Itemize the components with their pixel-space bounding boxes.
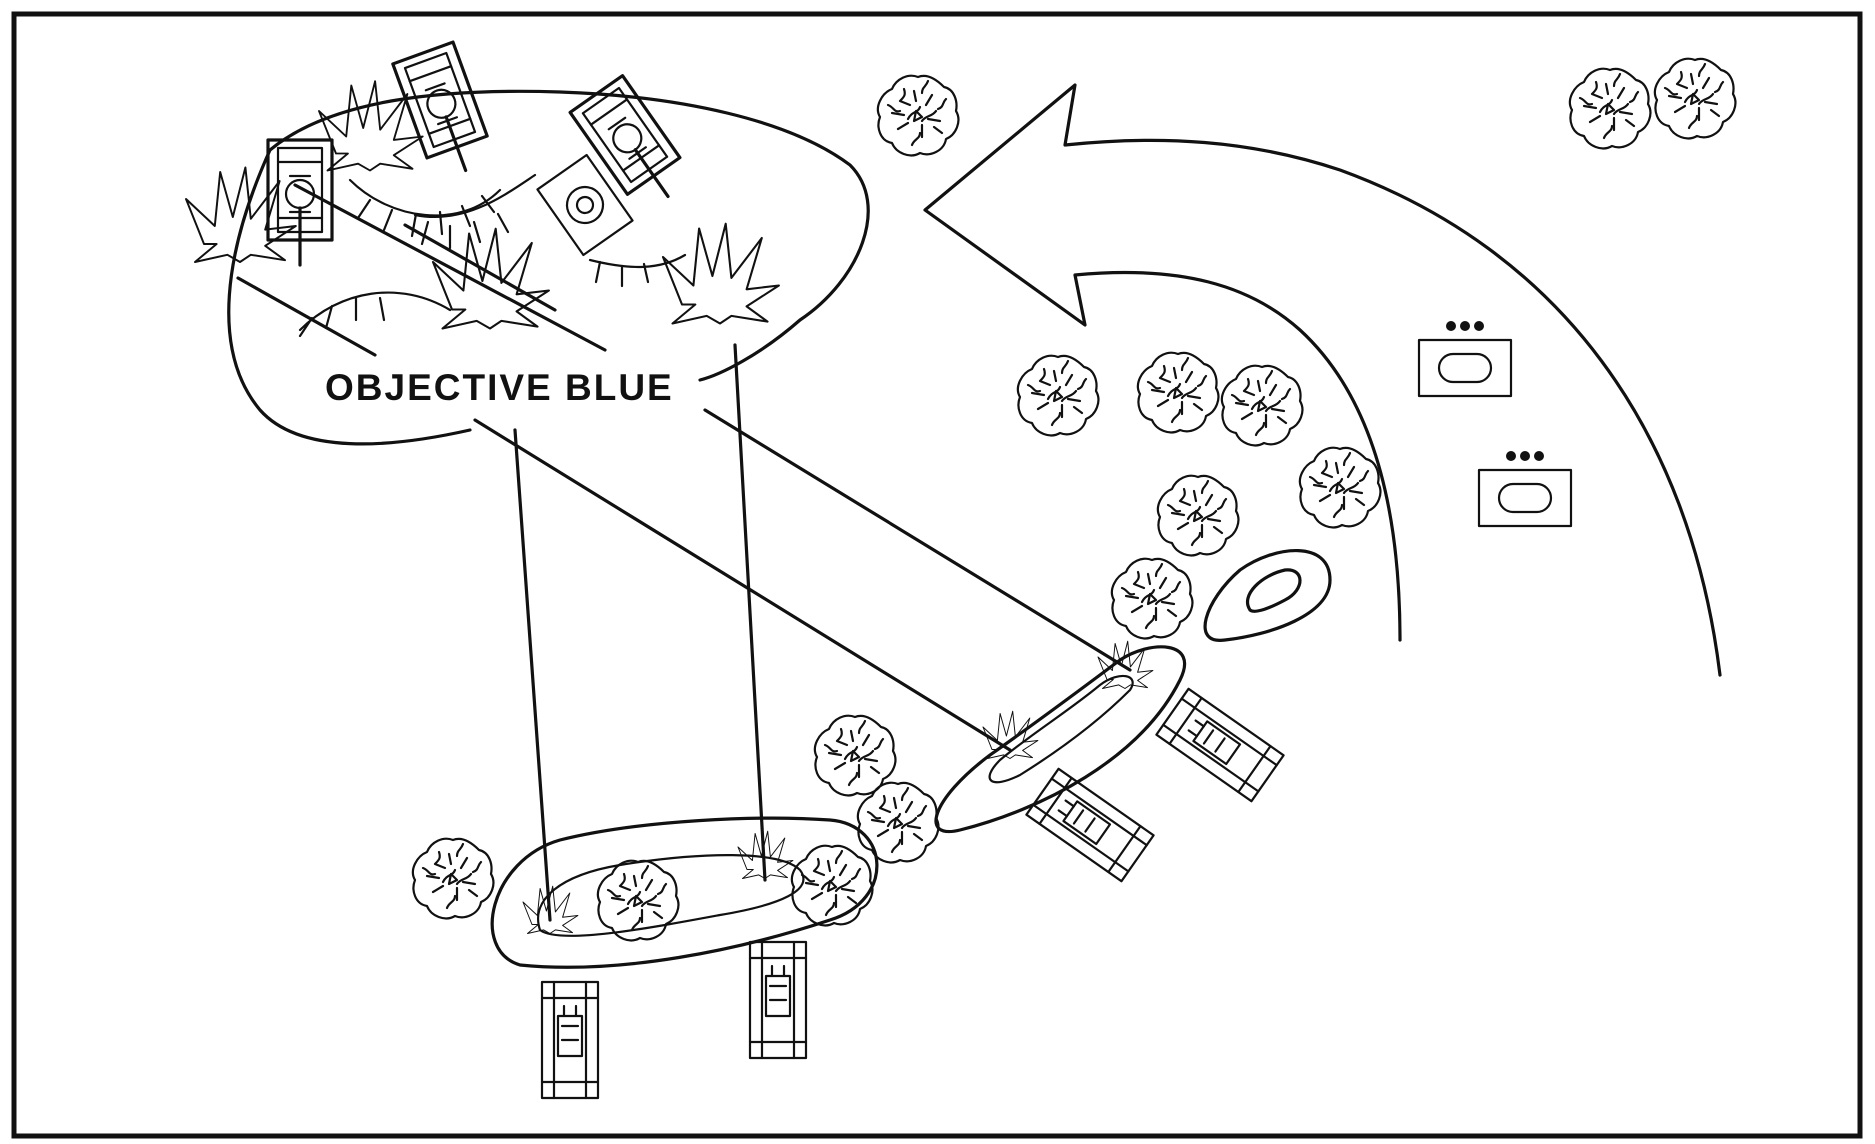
pond [1203, 549, 1332, 642]
trench-marks [298, 173, 687, 338]
fire-lines [236, 183, 1132, 922]
objective-blue-boundary [227, 89, 870, 446]
battle-position-south [490, 816, 879, 969]
maneuver-arrow-icon [923, 83, 1722, 677]
objective-label: OBJECTIVE BLUE [325, 367, 674, 408]
enemy-tank-icon [266, 40, 696, 267]
